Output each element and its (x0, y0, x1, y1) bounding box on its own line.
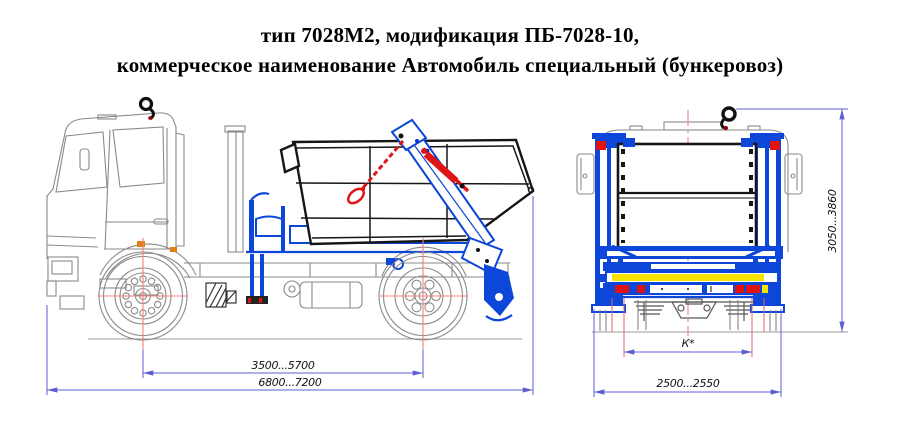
cab-outline (46, 112, 246, 310)
chassis-frame (184, 246, 510, 309)
lift-chain (347, 140, 405, 205)
clearance-lamp (170, 247, 177, 252)
rear-mirror-right (784, 153, 803, 195)
overall-width-dim-label: 2500...2550 (656, 377, 719, 390)
lifting-hook-icon (138, 96, 155, 121)
track-dim-label: К* (682, 337, 696, 350)
rear-lifting-hook-icon (720, 106, 737, 131)
side-view (46, 96, 535, 350)
operator-platform (246, 192, 468, 254)
rear-view (576, 106, 848, 357)
title-line-2: коммерческое наименование Автомобиль спе… (116, 53, 784, 77)
muffler-hatched (205, 282, 237, 308)
rear-container (616, 138, 758, 250)
door-handle (153, 218, 169, 225)
tail-lamp (746, 285, 760, 293)
license-plate (650, 285, 702, 293)
fuel-tank (299, 281, 363, 309)
mirror-side (79, 148, 90, 171)
rear-tires-lines (599, 300, 777, 331)
marker-lamp-right (770, 141, 780, 150)
marker-lamp-left (596, 141, 606, 150)
overall-height-dim-label: 3050...3860 (826, 189, 839, 252)
rear-mirror-left (576, 153, 595, 195)
headlight-box (47, 256, 79, 282)
loader-boom (347, 118, 514, 322)
rear-crossframe (599, 244, 783, 271)
side-dimensions: 3500...5700 6800...7200 (46, 196, 534, 395)
track-extension-lines (611, 298, 765, 357)
safety-stripe (612, 274, 764, 281)
axle-centerlines (98, 238, 468, 350)
rear-dimensions: 3050...3860 К* 2500...2550 (593, 108, 848, 397)
overall-length-dim-label: 6800...7200 (258, 376, 321, 389)
wheelbase-dim-label: 3500...5700 (251, 359, 314, 372)
skip-container-side (279, 138, 535, 246)
hydraulic-cylinder (421, 148, 470, 193)
drawing-title: тип 7028М2, модификация ПБ-7028-10, комм… (0, 20, 900, 80)
container-front-bracket (279, 142, 301, 174)
clearance-lamp (137, 241, 145, 247)
stabilizer-legs (246, 254, 268, 304)
guide-roller (283, 280, 301, 298)
title-line-1: тип 7028М2, модификация ПБ-7028-10, (260, 23, 640, 47)
tail-lamp (615, 285, 629, 293)
rear-axle (634, 298, 754, 321)
rear-bumper (603, 271, 781, 299)
